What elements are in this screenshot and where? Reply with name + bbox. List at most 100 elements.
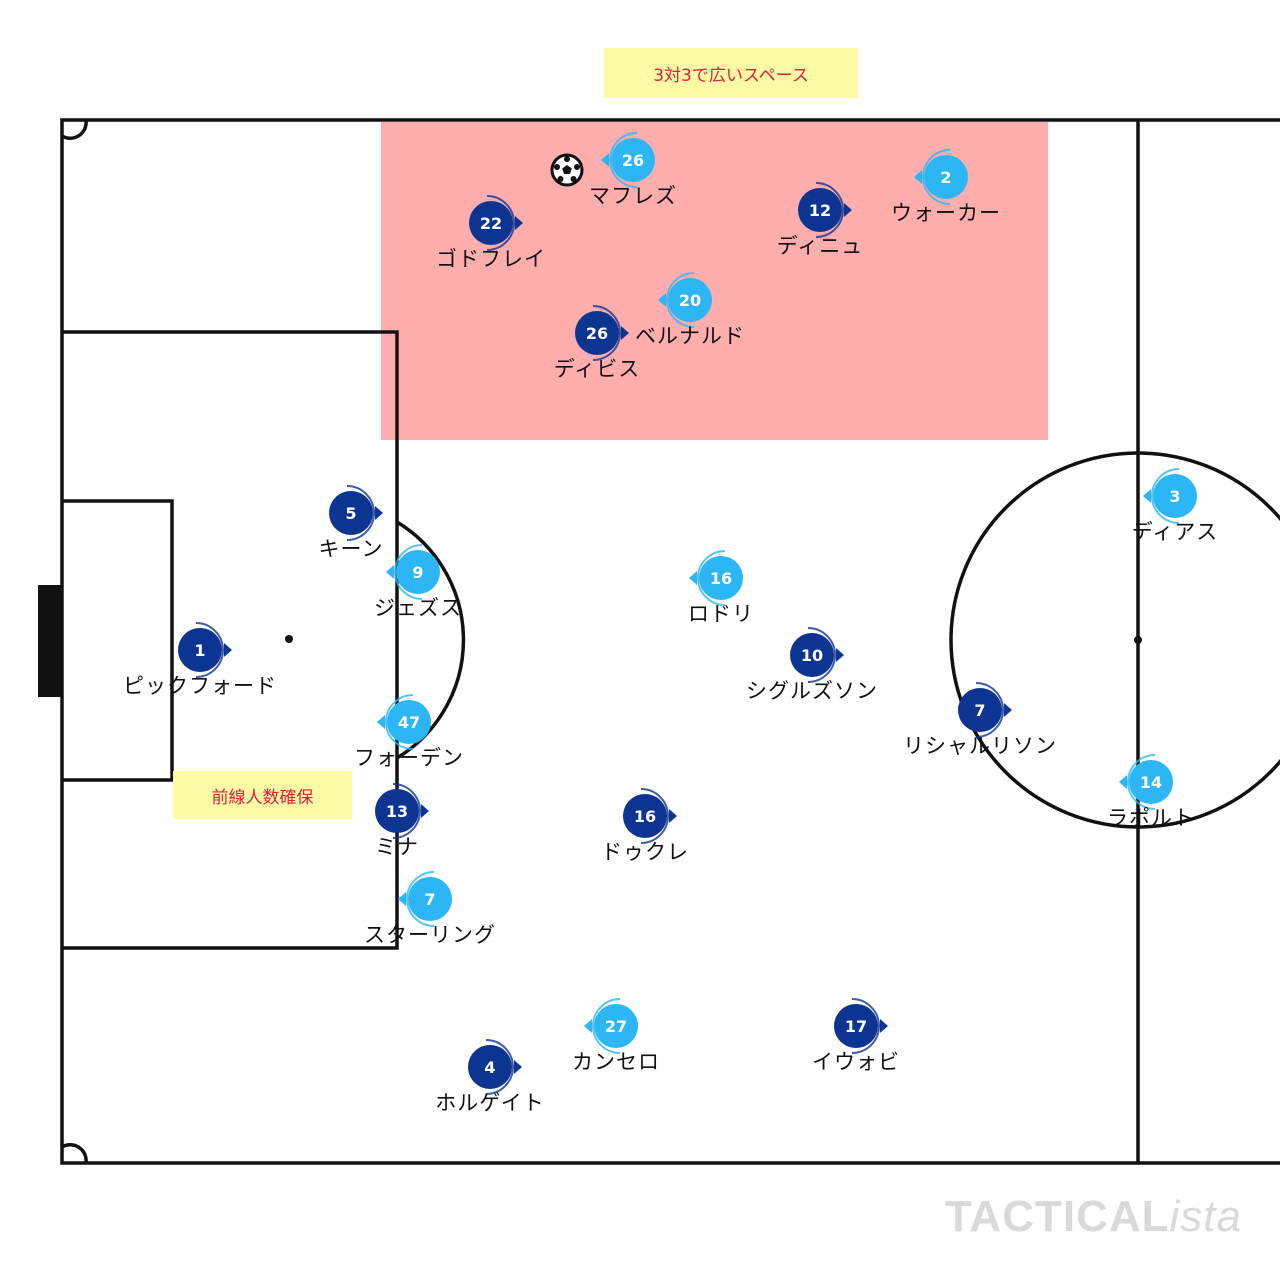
player-number: 22 [480,214,502,233]
direction-arrow-icon [844,203,852,217]
player-name: ディビス [554,357,641,381]
center-circle [949,451,1280,829]
direction-arrow-icon [914,170,922,184]
player-name: シグルズソン [746,679,878,703]
player-marker [178,628,222,672]
facing-arc [394,544,423,600]
direction-arrow-icon [669,809,677,823]
player-marker [469,201,513,245]
player-name: リシャルリソン [903,734,1057,758]
direction-arrow-icon [398,892,406,906]
player-number: 3 [1169,487,1180,506]
goal-box [62,499,174,782]
player-token: 16 ドゥクレ [601,788,689,864]
player-name: ゴドフレイ [436,247,546,271]
player-name: ディニュ [777,234,864,258]
direction-arrow-icon [1119,775,1127,789]
direction-arrow-icon [377,715,385,729]
direction-arrow-icon [515,216,523,230]
player-number: 20 [679,291,701,310]
player-number: 26 [586,324,608,343]
center-spot [1134,636,1142,644]
player-marker [1129,760,1173,804]
facing-arc [609,132,638,188]
player-marker [924,155,968,199]
player-marker [575,311,619,355]
facing-arc [485,1039,514,1095]
player-marker [387,700,431,744]
player-name: ディアス [1132,520,1219,544]
player-token: 26 ディビス [554,305,641,381]
facing-arc [346,485,375,541]
note-top: 3対3で広いスペース [604,48,858,98]
direction-arrow-icon [514,1060,522,1074]
facing-arc [195,622,224,678]
player-marker [790,633,834,677]
direction-arrow-icon [584,1019,592,1033]
player-name: イウォビ [812,1050,900,1074]
direction-arrow-icon [689,571,697,585]
note-left: 前線人数確保 [173,771,352,819]
player-number: 17 [845,1017,867,1036]
corner-arc-bottom [61,1143,88,1164]
player-token: 3 ディアス [1132,468,1219,544]
player-number: 16 [710,569,732,588]
facing-arc [406,871,435,927]
player-number: 10 [801,646,823,665]
facing-arc [666,272,695,328]
direction-arrow-icon [1004,703,1012,717]
player-name: ラポルト [1107,806,1195,830]
player-number: 16 [634,807,656,826]
player-marker [329,491,373,535]
soccer-ball-icon [550,153,584,187]
player-marker [594,1004,638,1048]
player-name: フォーデン [354,746,464,770]
player-number: 7 [974,701,985,720]
direction-arrow-icon [386,565,394,579]
facing-arc [975,682,1004,738]
player-token: 7 リシャルリソン [903,682,1057,758]
facing-arc [392,783,421,839]
facing-arc [922,149,951,205]
player-name: カンセロ [572,1050,660,1074]
facing-arc [592,998,621,1054]
player-token: 10 シグルズソン [746,627,878,703]
player-marker [623,794,667,838]
penalty-spot [285,635,293,643]
player-name: ピックフォード [123,674,277,698]
player-name: マフレズ [589,184,677,208]
facing-arc [1151,468,1180,524]
facing-arc [486,195,515,251]
direction-arrow-icon [224,643,232,657]
player-number: 7 [424,890,435,909]
goal [38,585,62,697]
facing-arc [807,627,836,683]
penalty-box [62,330,399,950]
corner-arc-top [61,119,88,140]
watermark: TACTICALista [945,1192,1242,1242]
direction-arrow-icon [375,506,383,520]
player-name: ミナ [375,835,419,859]
player-name: ジェズス [374,596,462,620]
player-marker [668,278,712,322]
player-marker [375,789,419,833]
player-name: ドゥクレ [601,840,689,864]
facing-arc [1127,754,1156,810]
facing-arc [385,694,414,750]
facing-arc [851,998,880,1054]
player-name: キーン [319,537,384,561]
